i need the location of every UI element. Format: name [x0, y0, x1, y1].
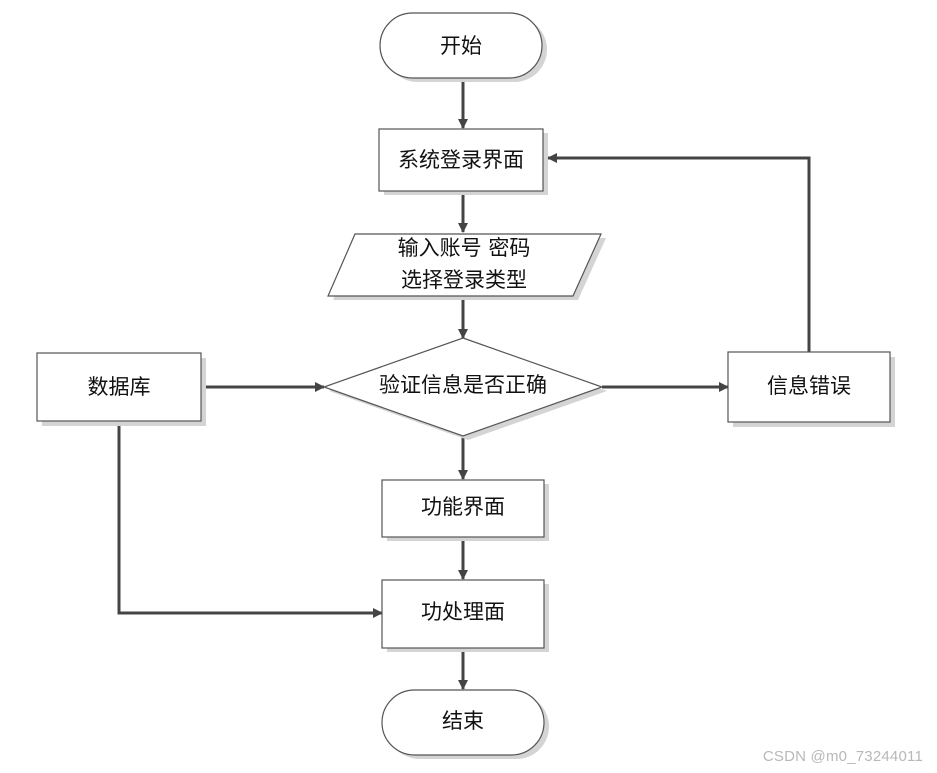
function-screen-node: 功能界面: [381, 479, 549, 541]
start-label: 开始: [440, 34, 482, 58]
login-screen-node: 系统登录界面: [378, 128, 548, 195]
verify-label: 验证信息是否正确: [379, 373, 547, 397]
start-node: 开始: [379, 12, 547, 82]
verify-decision-node: 验证信息是否正确: [322, 337, 607, 440]
error-label: 信息错误: [767, 374, 851, 398]
input-label-line1: 输入账号 密码: [398, 236, 531, 260]
error-node: 信息错误: [727, 351, 895, 427]
process-screen-node: 功处理面: [381, 579, 549, 652]
connectors: [117, 82, 811, 690]
connector-database-to-process: [117, 421, 383, 618]
database-label: 数据库: [88, 375, 151, 399]
database-node: 数据库: [36, 352, 206, 426]
connector-error-to-login: [547, 153, 811, 352]
login-screen-label: 系统登录界面: [398, 148, 524, 172]
watermark-text: CSDN @m0_73244011: [762, 748, 923, 765]
input-label-line2: 选择登录类型: [401, 268, 527, 292]
function-screen-label: 功能界面: [421, 495, 505, 519]
process-screen-label: 功处理面: [421, 600, 505, 624]
end-node: 结束: [381, 689, 549, 759]
end-label: 结束: [442, 709, 484, 733]
input-node: 输入账号 密码 选择登录类型: [327, 233, 606, 300]
